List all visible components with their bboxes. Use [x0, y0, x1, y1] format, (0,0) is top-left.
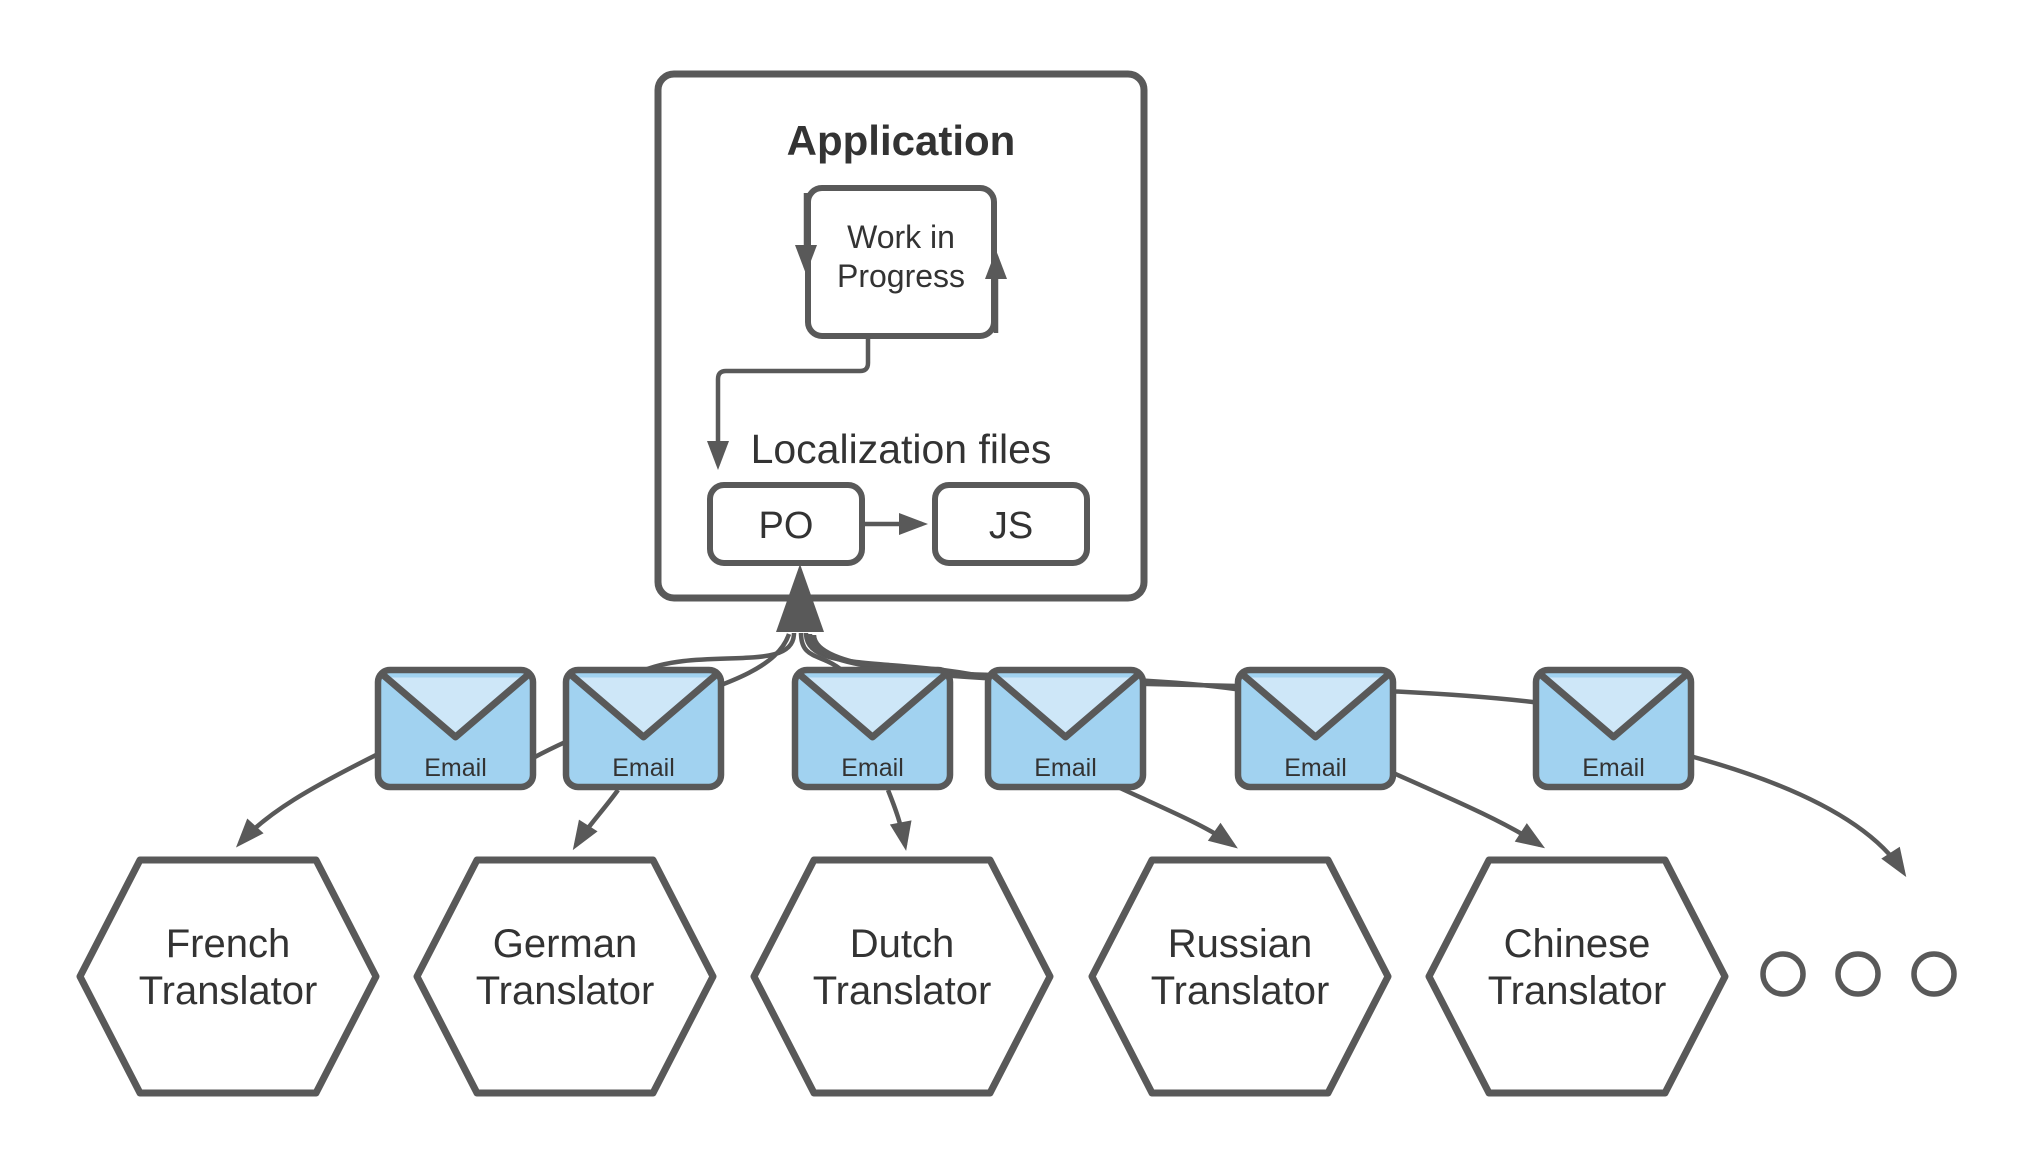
- translator-node-russian: Russian Translator: [1088, 856, 1392, 1097]
- envelope-border: [562, 666, 725, 791]
- application-box: Application Work in Progress Localizatio…: [654, 70, 1148, 602]
- envelope-icon: [378, 670, 533, 741]
- email-label: Email: [424, 754, 487, 782]
- email-label: Email: [612, 754, 675, 782]
- translator-label-line1: German: [493, 922, 638, 966]
- more-translators-ellipsis: [1760, 951, 1957, 997]
- envelope-icon: [1536, 670, 1691, 741]
- work-in-progress-box: Work in Progress: [805, 185, 997, 339]
- email-node-1: Email: [374, 666, 537, 791]
- js-label: JS: [989, 505, 1033, 547]
- translator-label-line2: Translator: [813, 969, 992, 1013]
- work-in-progress-label-line2: Progress: [837, 258, 965, 294]
- envelope-flap: [802, 677, 943, 735]
- application-title: Application: [787, 117, 1016, 164]
- edge-email-2-to-german: [572, 788, 620, 851]
- envelope-border: [1532, 666, 1695, 791]
- envelope-border: [374, 666, 537, 791]
- edge-email-1-to-french: [235, 750, 382, 848]
- po-border: [707, 482, 865, 566]
- edge-email-5-to-chinese: [1390, 769, 1546, 849]
- email-node-5: Email: [1234, 666, 1397, 791]
- envelope-border: [1234, 666, 1397, 791]
- email-to-translator-edges: [235, 750, 1907, 878]
- envelope-flap: [995, 677, 1136, 735]
- hexagon-border: [1088, 856, 1392, 1097]
- translator-label-line2: Translator: [1151, 969, 1330, 1013]
- translator-node-german: German Translator: [413, 856, 717, 1097]
- hexagon-border: [750, 856, 1054, 1097]
- edge-email-4-to-russian: [1119, 785, 1238, 849]
- envelope-border: [984, 666, 1147, 791]
- translator-label-line1: French: [166, 922, 291, 966]
- envelope-flap: [385, 677, 526, 735]
- envelope-flap: [573, 677, 714, 735]
- envelope-icon: [795, 670, 950, 741]
- email-label: Email: [1582, 754, 1645, 782]
- work-in-progress-label-line1: Work in: [847, 219, 955, 255]
- translator-label-line1: Russian: [1168, 922, 1313, 966]
- po-converge-arrowhead-icon: [776, 564, 824, 632]
- js-file-box: JS: [932, 482, 1090, 566]
- envelope-icon: [1238, 670, 1393, 741]
- envelope-border: [791, 666, 954, 791]
- ellipsis-circle: [1835, 951, 1881, 997]
- hexagon-border: [1425, 856, 1729, 1097]
- translator-label-line1: Dutch: [850, 922, 955, 966]
- localization-files-label: Localization files: [751, 426, 1052, 472]
- hexagon-border: [76, 856, 380, 1097]
- email-label: Email: [1284, 754, 1347, 782]
- js-border: [932, 482, 1090, 566]
- email-node-6: Email: [1532, 666, 1695, 791]
- translator-label-line2: Translator: [139, 969, 318, 1013]
- translator-label-line2: Translator: [1488, 969, 1667, 1013]
- envelope-flap: [1543, 677, 1684, 735]
- envelope-icon: [988, 670, 1143, 741]
- translator-label-line1: Chinese: [1504, 922, 1651, 966]
- ellipsis-circle: [1760, 951, 1806, 997]
- translator-label-line2: Translator: [476, 969, 655, 1013]
- email-node-4: Email: [984, 666, 1147, 791]
- po-file-box: PO: [707, 482, 865, 566]
- edge-wip-to-localization: [707, 337, 871, 470]
- email-node-2: Email: [562, 666, 725, 791]
- email-label: Email: [841, 754, 904, 782]
- envelope-flap: [1245, 677, 1386, 735]
- translator-node-chinese: Chinese Translator: [1425, 856, 1729, 1097]
- edge-email-6-to-more: [1689, 753, 1907, 878]
- hexagon-border: [413, 856, 717, 1097]
- po-label: PO: [759, 505, 814, 547]
- translator-node-french: French Translator: [76, 856, 380, 1097]
- email-node-3: Email: [791, 666, 954, 791]
- email-label: Email: [1034, 754, 1097, 782]
- translator-node-dutch: Dutch Translator: [750, 856, 1054, 1097]
- edge-email-3-to-dutch: [885, 789, 912, 851]
- envelope-icon: [566, 670, 721, 741]
- ellipsis-circle: [1911, 951, 1957, 997]
- edge-email-2-to-po: [639, 632, 797, 675]
